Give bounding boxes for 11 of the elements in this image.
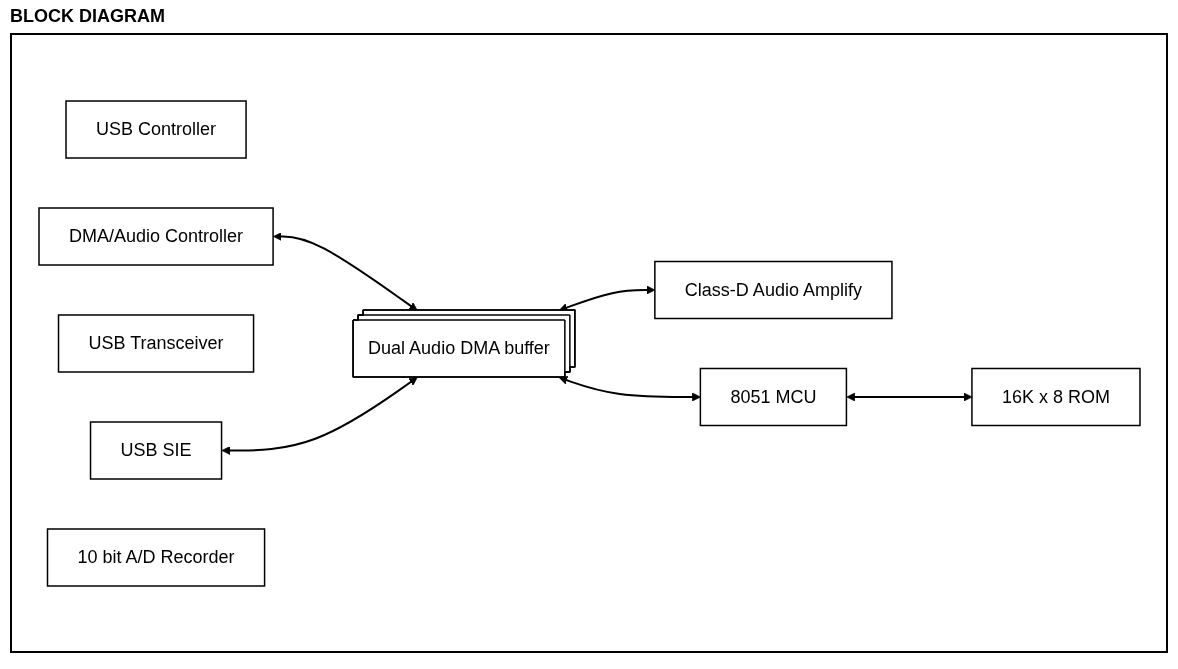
node-box: USB Controller: [64, 99, 247, 159]
node-box: 10 bit A/D Recorder: [46, 527, 265, 587]
node-box: DMA/Audio Controller: [37, 206, 274, 266]
diagram-title: BLOCK DIAGRAM: [10, 6, 166, 27]
node-box: USB SIE: [89, 420, 222, 480]
arrow: [845, 392, 972, 401]
node-box: 16K x 8 ROM: [970, 367, 1141, 426]
node-box: 8051 MCU: [699, 367, 847, 426]
arrow: [221, 376, 418, 455]
node-box: USB Transceiver: [57, 313, 254, 373]
node-box: Class-D Audio Amplify: [653, 260, 893, 319]
